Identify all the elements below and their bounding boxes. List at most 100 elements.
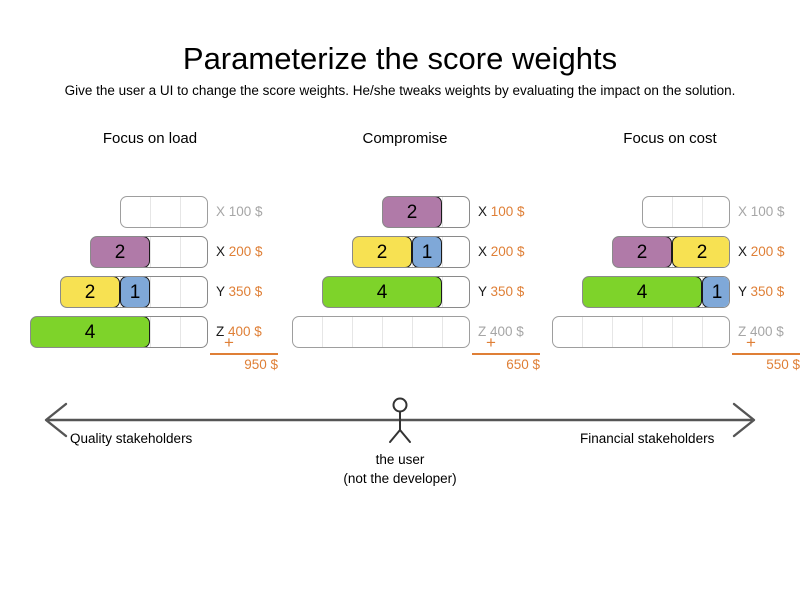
weight-row-amount: 350 $ xyxy=(228,284,263,299)
weight-row-amount: 200 $ xyxy=(750,244,785,259)
track-cell-divider xyxy=(702,197,703,227)
weight-slider-track[interactable]: 4 xyxy=(322,276,470,308)
track-cell-divider xyxy=(672,197,673,227)
sum-total-value: 650 $ xyxy=(506,356,540,372)
weight-segment-green[interactable]: 4 xyxy=(583,277,702,307)
weight-slider-track[interactable] xyxy=(292,316,470,348)
weight-row-letter: Z xyxy=(216,324,228,339)
weight-row-letter: X xyxy=(216,204,229,219)
weight-row-label: Y 350 $ xyxy=(738,282,784,302)
sum-plus-sign: + xyxy=(224,333,234,352)
weight-row-label: X 200 $ xyxy=(478,242,525,262)
track-cell-divider xyxy=(442,197,443,227)
weight-row-letter: X xyxy=(478,204,491,219)
track-cell-divider xyxy=(702,317,703,347)
track-cell-divider xyxy=(322,317,323,347)
weight-row-amount: 100 $ xyxy=(750,204,785,219)
weight-segment-blue[interactable]: 1 xyxy=(120,277,150,307)
user-caption-line2: (not the developer) xyxy=(343,471,457,486)
weight-row-amount: 400 $ xyxy=(490,324,524,339)
track-cell-divider xyxy=(150,317,151,347)
track-cell-divider xyxy=(612,317,613,347)
sum-plus-sign: + xyxy=(746,333,756,352)
weight-row-label: X 100 $ xyxy=(738,202,785,222)
track-cell-divider xyxy=(150,237,151,267)
weight-slider-track[interactable] xyxy=(120,196,208,228)
page-title: Parameterize the score weights xyxy=(182,40,618,76)
track-cell-divider xyxy=(180,317,181,347)
weight-row-amount: 400 $ xyxy=(228,324,262,339)
weight-segment-blue[interactable]: 1 xyxy=(412,237,442,267)
weight-row: X 100 $ xyxy=(0,192,800,232)
weight-segment-green[interactable]: 4 xyxy=(323,277,442,307)
weight-slider-track[interactable]: 4 xyxy=(30,316,208,348)
weight-row-label: X 100 $ xyxy=(478,202,525,222)
track-cell-divider xyxy=(442,317,443,347)
weight-row-label: Z 400 $ xyxy=(738,322,784,342)
weight-row: 2 X 100 $ xyxy=(0,192,800,232)
scenario-title-focus-on-cost: Focus on cost xyxy=(623,130,717,147)
stakeholder-axis: Quality stakeholders Financial stakehold… xyxy=(0,392,800,502)
weight-slider-track[interactable]: 2 xyxy=(382,196,470,228)
weight-row-letter: Y xyxy=(738,284,751,299)
weight-row-amount: 350 $ xyxy=(490,284,525,299)
weight-slider-track[interactable]: 2 xyxy=(90,236,208,268)
weight-row-label: X 100 $ xyxy=(216,202,263,222)
weight-row-label: Y 350 $ xyxy=(216,282,262,302)
weight-segment-purple[interactable]: 2 xyxy=(383,197,442,227)
track-cell-divider xyxy=(412,317,413,347)
axis-label-quality-stakeholders: Quality stakeholders xyxy=(70,431,193,446)
sum-total-value: 550 $ xyxy=(766,356,800,372)
sum-plus-sign: + xyxy=(486,333,496,352)
weight-row-label: Z 400 $ xyxy=(216,322,262,342)
weight-row-letter: Z xyxy=(478,324,490,339)
weight-row-letter: X xyxy=(738,204,751,219)
weight-segment-purple[interactable]: 2 xyxy=(91,237,150,267)
weight-row-amount: 350 $ xyxy=(750,284,785,299)
sum-total-value: 950 $ xyxy=(244,356,278,372)
weight-row-letter: Y xyxy=(216,284,229,299)
weight-row-amount: 400 $ xyxy=(750,324,784,339)
weight-row: X 100 $ xyxy=(0,192,800,232)
weight-row-letter: X xyxy=(216,244,229,259)
sum-rule xyxy=(472,353,540,355)
track-cell-divider xyxy=(672,317,673,347)
weight-segment-blue[interactable]: 1 xyxy=(702,277,729,307)
weight-row-label: Z 400 $ xyxy=(478,322,524,342)
scenario-total-focus-on-cost: +550 $ xyxy=(732,333,800,373)
weight-segment-yellow[interactable]: 2 xyxy=(353,237,412,267)
track-cell-divider xyxy=(582,317,583,347)
weight-row: Z 400 $ xyxy=(0,312,800,352)
track-cell-divider xyxy=(180,197,181,227)
weight-segment-yellow[interactable]: 2 xyxy=(61,277,120,307)
weight-row-amount: 200 $ xyxy=(490,244,525,259)
weight-row-letter: X xyxy=(738,244,751,259)
weight-slider-track[interactable] xyxy=(552,316,730,348)
track-cell-divider xyxy=(150,197,151,227)
sum-rule xyxy=(732,353,800,355)
track-cell-divider xyxy=(180,277,181,307)
axis-arrow-icon xyxy=(44,397,756,443)
weight-row-label: X 200 $ xyxy=(738,242,785,262)
track-cell-divider xyxy=(352,317,353,347)
sum-rule xyxy=(210,353,278,355)
weight-slider-track[interactable] xyxy=(642,196,730,228)
weight-row-amount: 100 $ xyxy=(490,204,525,219)
weight-segment-green[interactable]: 4 xyxy=(31,317,150,347)
weight-segment-purple[interactable]: 2 xyxy=(613,237,672,267)
track-cell-divider xyxy=(442,277,443,307)
track-cell-divider xyxy=(150,277,151,307)
weight-row-label: Y 350 $ xyxy=(478,282,524,302)
weight-segment-yellow[interactable]: 2 xyxy=(672,237,729,267)
weight-row: 4 Z 400 $ xyxy=(0,312,800,352)
weight-row: 4 Y 350 $ xyxy=(0,272,800,312)
